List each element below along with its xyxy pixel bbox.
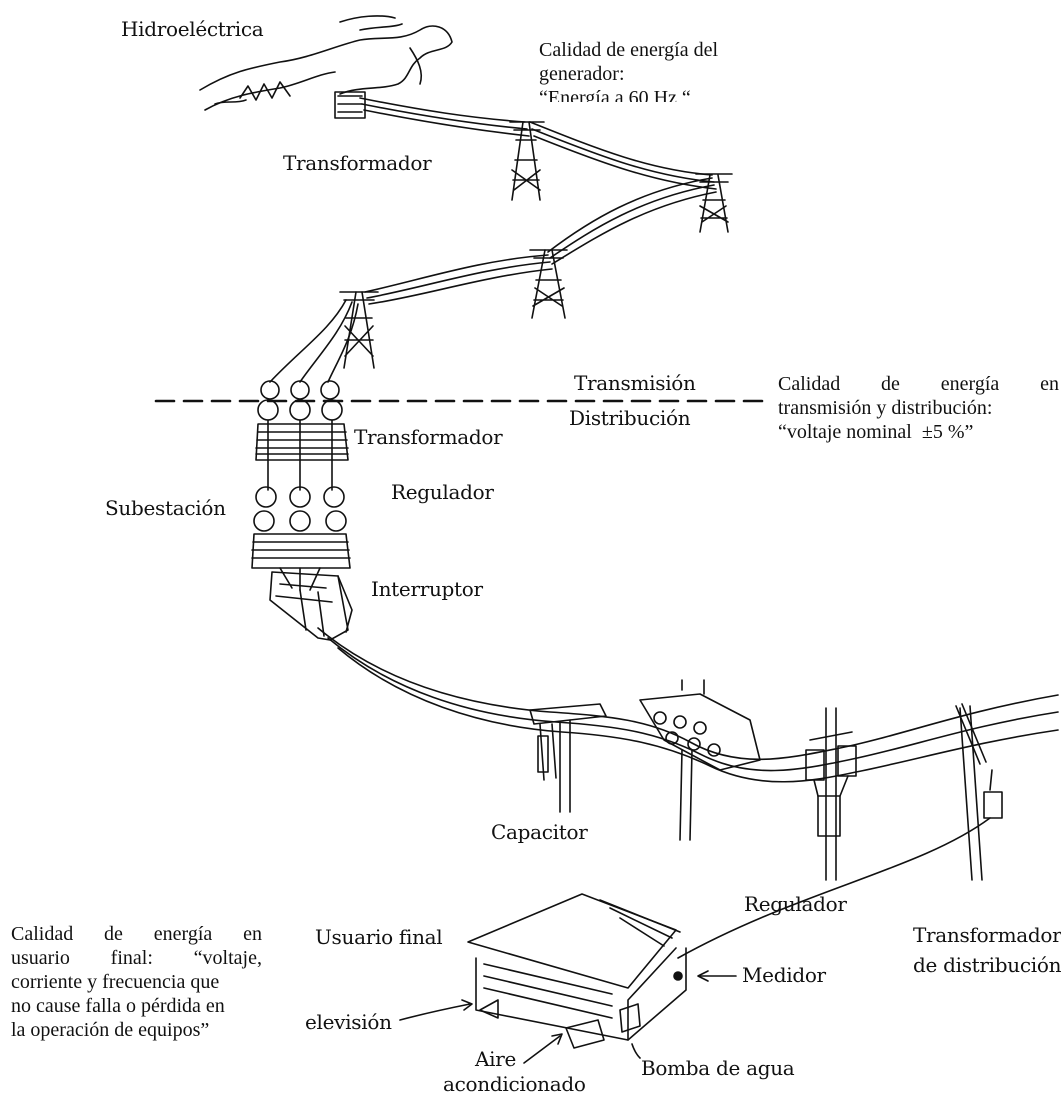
end-user-note-line-4: no cause falla o pérdida en <box>11 994 262 1018</box>
end-user-note-line-2: usuario final: “voltaje, <box>11 946 262 970</box>
substation-regulator-label: Regulador <box>391 481 494 503</box>
end-user-note-line-5: la operación de equipos” <box>11 1018 262 1042</box>
transmission-note-line-3: “voltaje nominal ±5 %” <box>778 420 1059 444</box>
transmission-label: Transmisión <box>574 372 696 394</box>
transmission-quality-note: Calidad de energía en transmisión y dist… <box>778 372 1059 444</box>
generator-quality-note: Calidad de energía del generador: “Energ… <box>539 38 779 102</box>
end-user-note-line-1: Calidad de energía en <box>11 922 262 946</box>
transmission-note-line-2: transmisión y distribución: <box>778 396 1059 420</box>
line-regulator-label: Regulador <box>744 893 847 915</box>
generator-note-line-2: generador: <box>539 62 779 86</box>
distribution-label: Distribución <box>569 407 690 429</box>
end-user-note-line-3: corriente y frecuencia que <box>11 970 262 994</box>
transmission-note-line-1: Calidad de energía en <box>778 372 1059 396</box>
capacitor-label: Capacitor <box>491 821 588 843</box>
regulator-pole-illustration <box>806 708 856 880</box>
substation-illustration <box>252 381 350 590</box>
substation-label: Subestación <box>105 497 226 519</box>
end-user-quality-note: Calidad de energía en usuario final: “vo… <box>11 922 262 1042</box>
hv-line-3 <box>548 178 716 264</box>
television-label: elevisión <box>305 1011 392 1033</box>
air-conditioner-label-2: acondicionado <box>443 1073 586 1095</box>
distribution-transformer-label-2: de distribución <box>913 954 1061 976</box>
hv-line-2 <box>530 122 716 189</box>
generator-note-line-3: “Energía a 60 Hz “ <box>539 86 779 102</box>
house-illustration <box>468 894 686 1048</box>
breaker-illustration <box>270 572 352 640</box>
distribution-transformer-pole-illustration <box>956 704 1002 880</box>
tower-2 <box>696 174 732 232</box>
hydroelectric-label: Hidroeléctrica <box>121 18 263 40</box>
meter-label: Medidor <box>742 964 826 986</box>
air-conditioner-label-1: Aire <box>475 1048 516 1070</box>
water-pump-label: Bomba de agua <box>641 1057 794 1079</box>
substation-transformer-label: Transformador <box>354 426 502 448</box>
tower-3 <box>530 250 567 318</box>
line-switch-illustration <box>640 680 760 840</box>
distribution-lines <box>318 628 1058 782</box>
transformer-top-label: Transformador <box>283 152 431 174</box>
breaker-label: Interruptor <box>371 578 483 600</box>
hv-line-4 <box>365 255 552 304</box>
hv-line-5 <box>270 300 358 382</box>
distribution-transformer-label-1: Transformador <box>913 924 1061 946</box>
hv-line-1 <box>360 98 529 136</box>
end-user-label: Usuario final <box>315 926 442 948</box>
generator-note-line-1: Calidad de energía del <box>539 38 779 62</box>
